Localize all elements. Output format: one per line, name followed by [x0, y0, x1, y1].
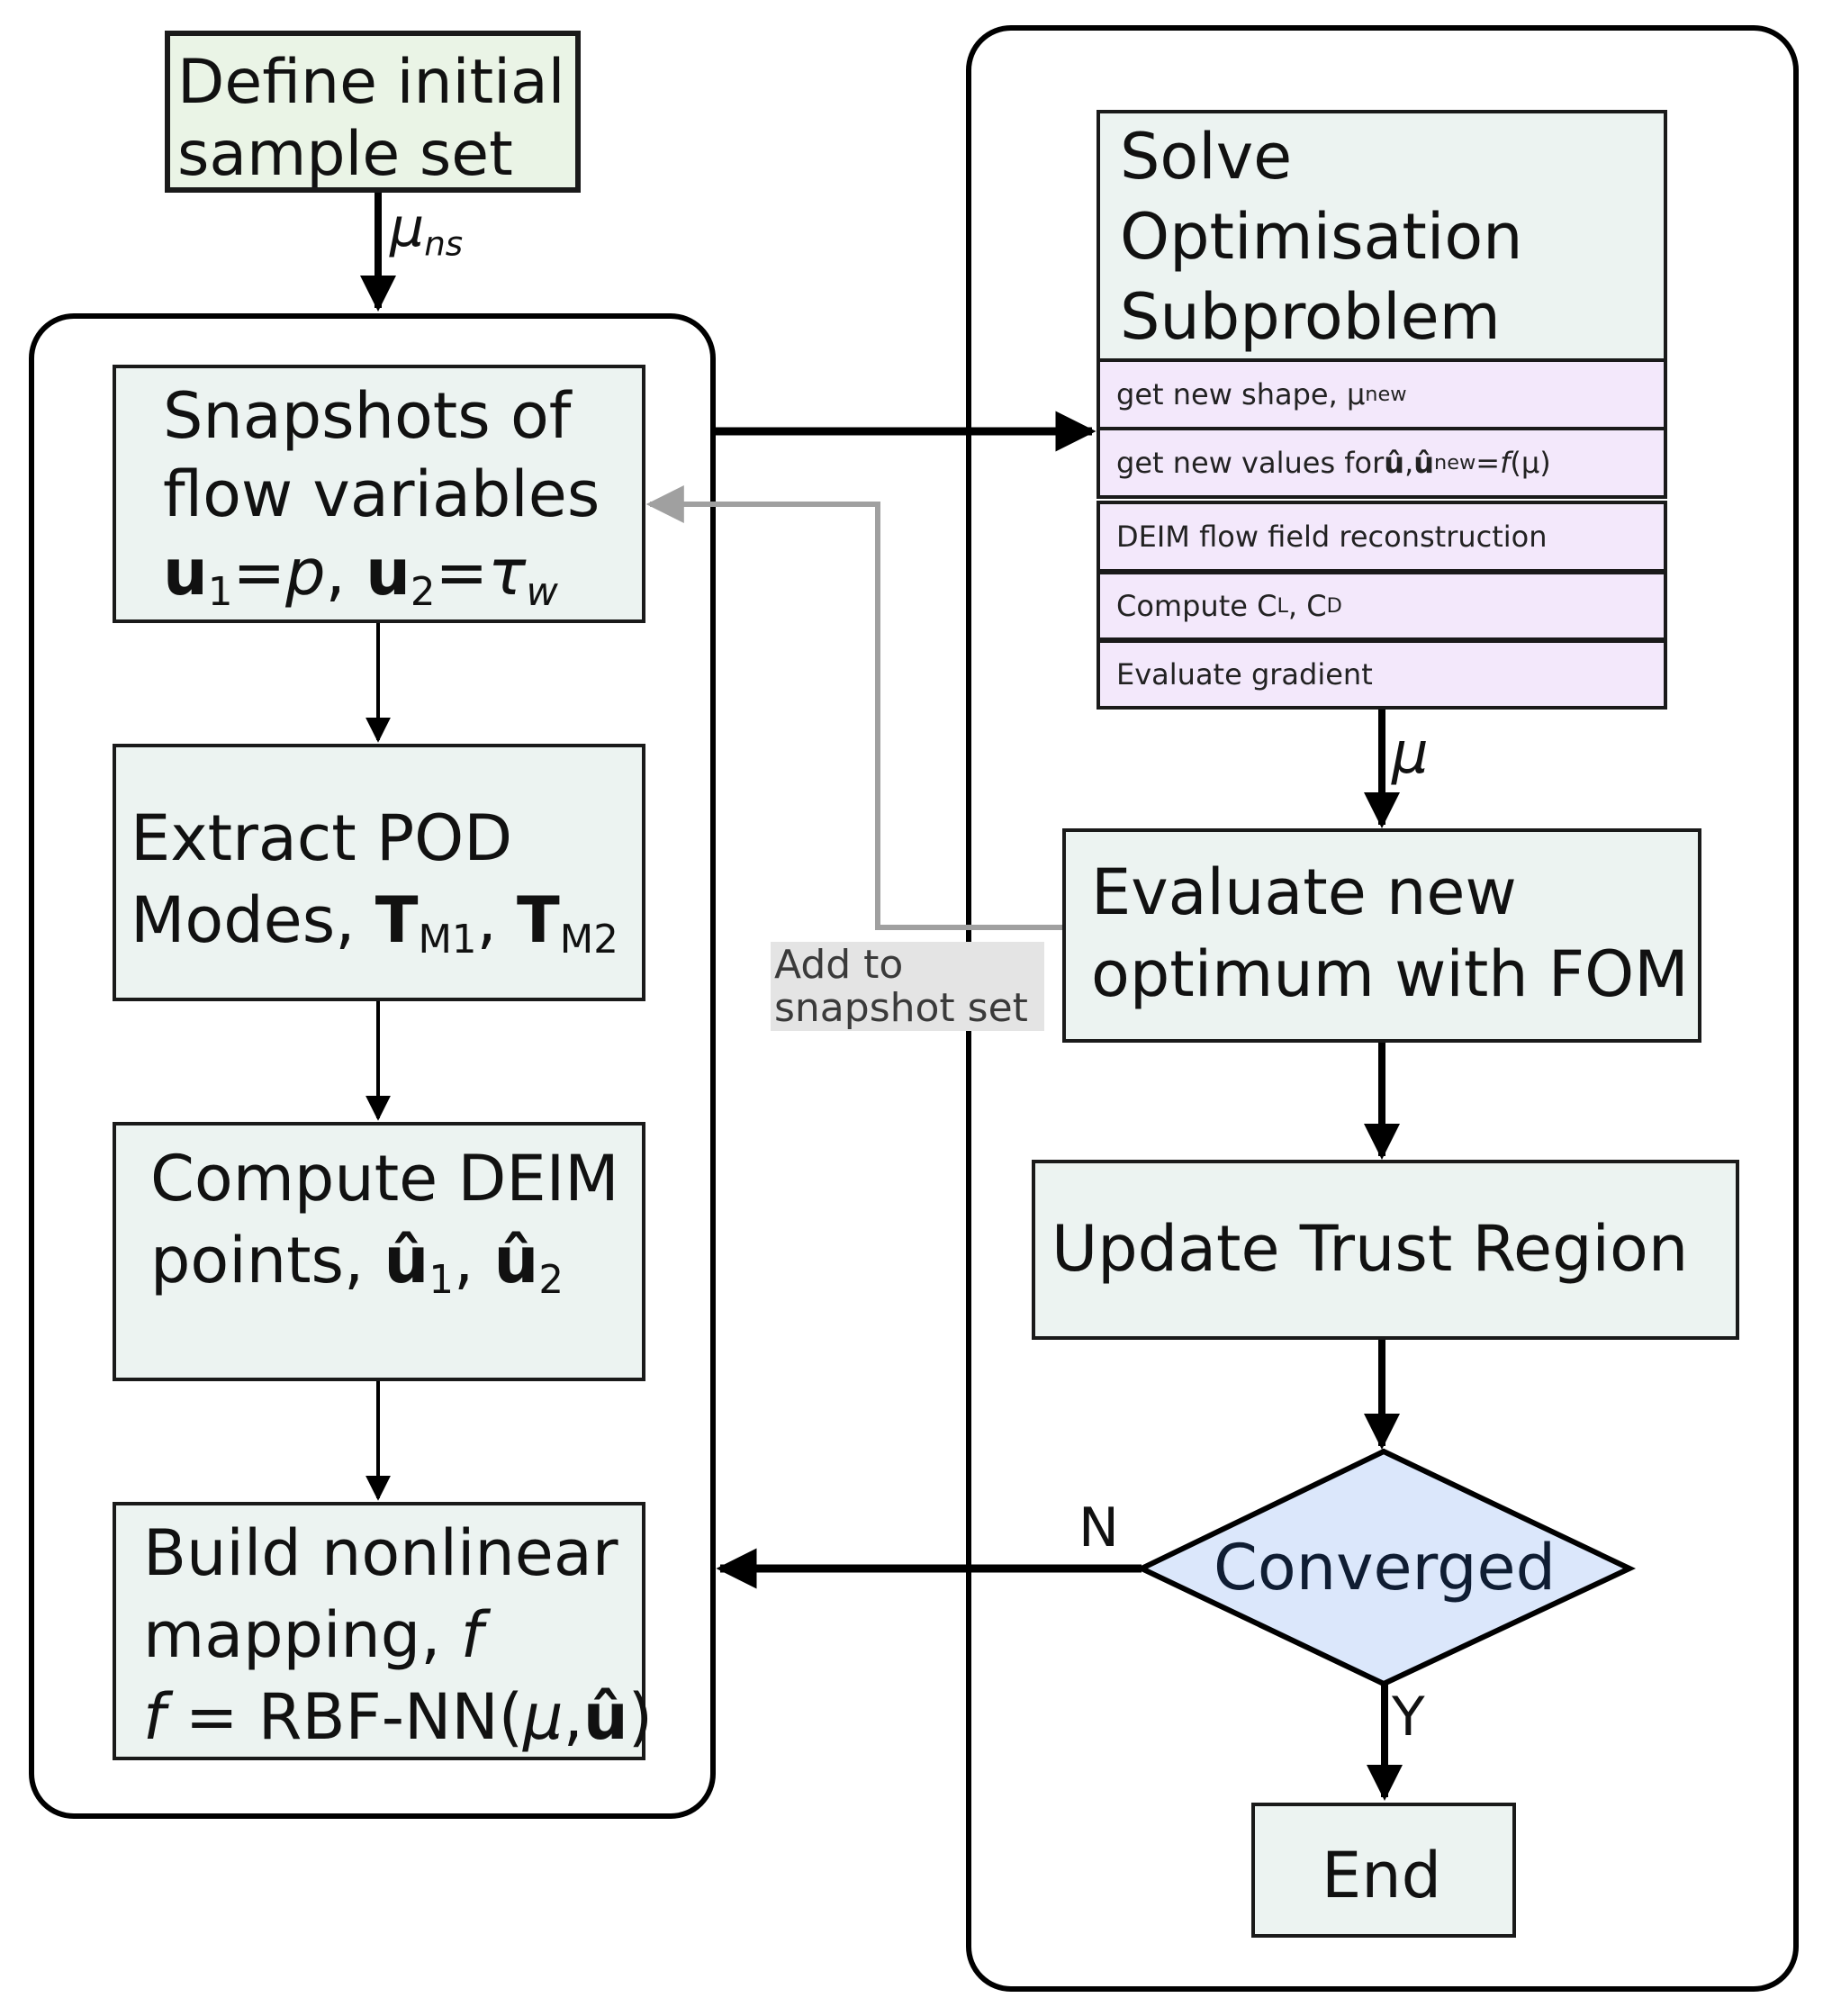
arrow-feedback-to-snapshots	[645, 485, 1062, 930]
add-to-snapshot-label: Add to snapshot set	[771, 942, 1044, 1032]
deim-line2: points, û1, û2	[150, 1224, 564, 1304]
evaluate-optimum-box: Evaluate new optimum with FOM	[1062, 828, 1701, 1043]
build-mapping-box: Build nonlinear mapping, f f = RBF-NN(μ,…	[113, 1502, 653, 1760]
snapshots-line1: Snapshots of	[163, 379, 572, 453]
update-line1: Update Trust Region	[1051, 1212, 1689, 1286]
solve-line2: Optimisation	[1120, 199, 1523, 274]
snapshots-box: Snapshots of flow variables u1=p, u2=τw	[113, 365, 645, 623]
converged-diamond	[1135, 1448, 1637, 1687]
converged-label: Converged	[1214, 1531, 1557, 1605]
mu-ns-subscript: ns	[424, 223, 464, 264]
mapping-line3: f = RBF-NN(μ,û)	[143, 1680, 653, 1754]
step-deim-reconstruction: DEIM flow field reconstruction	[1097, 501, 1667, 573]
define-sample-line1: Define initial	[177, 47, 565, 118]
pod-line1: Extract POD	[131, 801, 513, 875]
step-evaluate-gradient: Evaluate gradient	[1097, 639, 1667, 710]
no-label: N	[1078, 1496, 1119, 1559]
update-trust-region-box: Update Trust Region	[1032, 1160, 1739, 1340]
compute-deim-box: Compute DEIM points, û1, û2	[113, 1122, 645, 1381]
extract-pod-box: Extract POD Modes, TM1, TM2	[113, 744, 645, 1001]
add-label-line1: Add to	[774, 942, 904, 988]
mapping-line2: mapping, f	[143, 1598, 483, 1672]
add-label-line2: snapshot set	[774, 984, 1028, 1031]
evaluate-line2: optimum with FOM	[1091, 937, 1689, 1011]
mu-ns-label: μns	[390, 196, 464, 264]
pod-line2: Modes, TM1, TM2	[131, 883, 618, 963]
evaluate-line1: Evaluate new	[1091, 855, 1517, 929]
snapshots-line2: flow variables	[163, 457, 600, 531]
end-box: End	[1251, 1803, 1516, 1938]
solve-line1: Solve	[1120, 120, 1293, 194]
define-sample-line2: sample set	[177, 118, 513, 190]
solve-optimisation-box: Solve Optimisation Subproblem	[1097, 110, 1667, 362]
snapshots-line3: u1=p, u2=τw	[163, 535, 558, 615]
yes-label: Y	[1392, 1686, 1425, 1749]
mapping-line1: Build nonlinear	[143, 1516, 618, 1590]
mu-label: μ	[1392, 720, 1429, 787]
deim-line1: Compute DEIM	[150, 1142, 619, 1216]
solve-line3: Subproblem	[1120, 279, 1501, 354]
end-label: End	[1322, 1839, 1442, 1912]
left-loop-container	[29, 313, 716, 1819]
define-sample-set-box: Define initial sample set	[165, 31, 581, 193]
